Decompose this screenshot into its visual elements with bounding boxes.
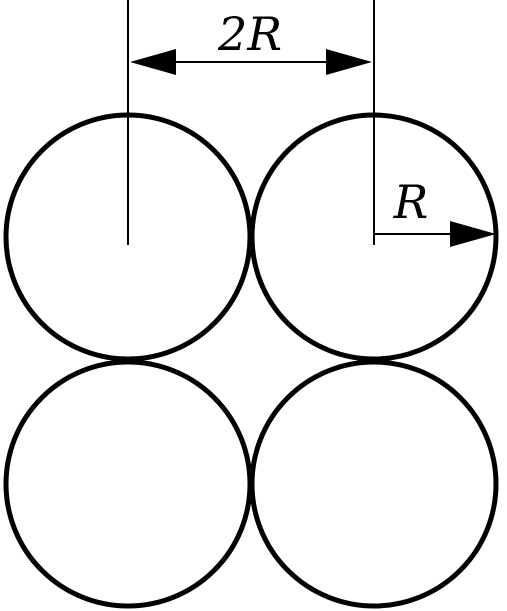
spacing-label: 2R <box>217 7 282 61</box>
radius-label: R <box>393 175 429 229</box>
circle-bottom-left <box>3 359 253 609</box>
radius-arrow-icon <box>450 221 496 247</box>
spacing-arrow-left-icon <box>130 49 176 75</box>
spacing-arrow-right-icon <box>326 49 372 75</box>
circle-bottom-right <box>249 359 499 609</box>
